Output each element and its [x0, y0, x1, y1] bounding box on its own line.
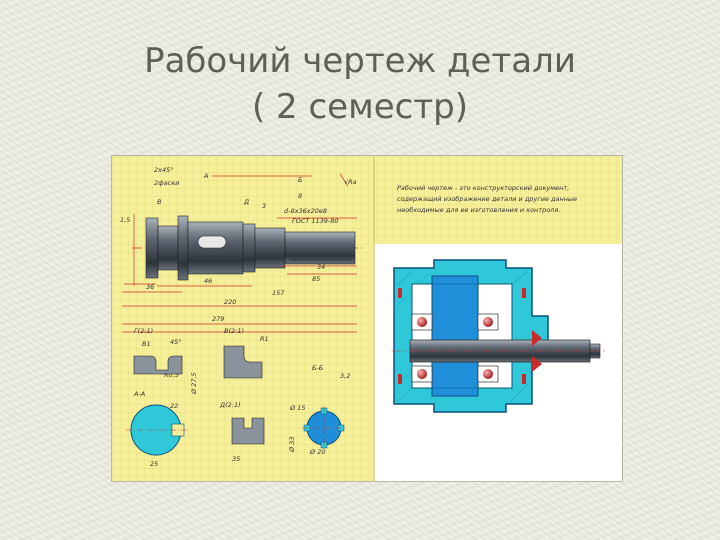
surface-a-label: А	[203, 172, 208, 180]
dim-157: 157	[272, 289, 285, 297]
ref-b-label: Б	[298, 176, 303, 184]
note-line-1: Рабочий чертеж - это конструкторский док…	[397, 184, 569, 192]
detail-g-label: Г(2:1)	[134, 327, 153, 335]
detail-v-drawing	[223, 345, 263, 379]
chamfer-note: 2фаски	[154, 179, 179, 187]
dim-27-5: Ø 27,5	[190, 372, 198, 395]
dim-15: Ø 15	[289, 404, 305, 412]
slide-title: Рабочий чертеж детали ( 2 семестр)	[60, 38, 660, 130]
dim-220: 220	[224, 298, 236, 306]
detail-d-label: Д(2:1)	[219, 401, 241, 409]
dim-36: 36	[146, 283, 154, 291]
roughness-label: √Ra	[344, 178, 357, 186]
drawing-svg: Рабочий чертеж - это конструкторский док…	[112, 156, 622, 481]
section-aa-label: А-А	[133, 390, 145, 398]
surface-b-label: В	[157, 198, 162, 206]
detail-v-label: В(2:1)	[224, 327, 244, 335]
section-bb-drawing	[302, 406, 346, 450]
dim-25: 25	[150, 460, 158, 468]
dim-85: 85	[312, 275, 320, 283]
dim-33: Ø 33	[288, 437, 296, 453]
dim-3: 3	[262, 202, 266, 210]
title-line-2: ( 2 семестр)	[251, 87, 469, 127]
note-line-3: необходимые для ее изготовления и контро…	[397, 206, 560, 214]
dim-22: 22	[170, 402, 178, 410]
dim-r1: R1	[260, 335, 269, 343]
dim-20: Ø 20	[309, 448, 325, 456]
chamfer-label: 2х45°	[154, 166, 174, 174]
section-bb-label: Б-Б	[312, 364, 324, 372]
shaft-main-view	[132, 215, 362, 281]
dim-45: 45°	[170, 338, 182, 346]
detail-g-drawing	[133, 355, 183, 375]
dim-8: 8	[298, 192, 302, 200]
engineering-drawing-image: Рабочий чертеж - это конструкторский док…	[111, 155, 623, 482]
dim-279: 279	[212, 315, 224, 323]
dim-b1: В1	[142, 340, 151, 348]
assembly-section-drawing	[392, 259, 607, 413]
spline-spec: d-8х36х20е8	[284, 207, 327, 215]
spline-standard: ГОСТ 1139-80	[292, 217, 338, 225]
dim-34: 34	[317, 263, 325, 271]
dim-46: 46	[204, 277, 212, 285]
dim-1-5: 1,5	[120, 216, 130, 224]
note-line-2: содержащий изображение детали и другие д…	[397, 195, 577, 203]
dim-3-2: 3,2	[340, 372, 350, 380]
dim-35: 35	[232, 455, 240, 463]
surface-d-label: Д	[243, 198, 249, 206]
detail-d-drawing	[231, 417, 265, 445]
dimension-lines	[122, 173, 357, 333]
dim-r05-2: R0,5	[164, 371, 179, 379]
title-line-1: Рабочий чертеж детали	[144, 41, 576, 81]
